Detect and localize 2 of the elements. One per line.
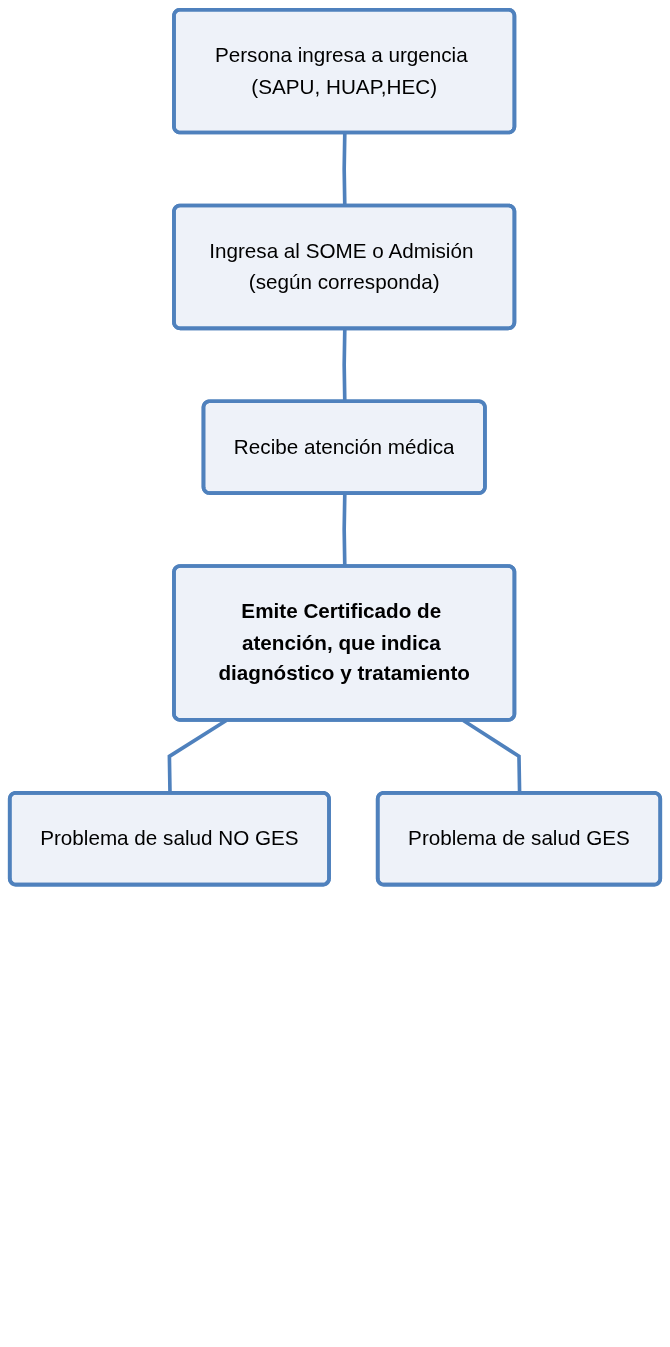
connector <box>342 493 347 567</box>
connector <box>342 328 347 402</box>
